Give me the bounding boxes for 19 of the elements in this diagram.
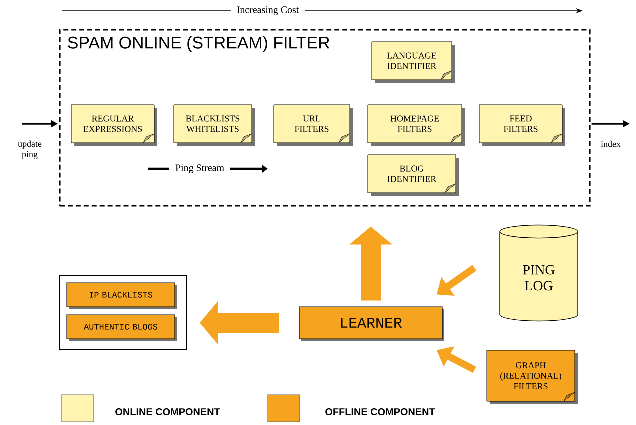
- sticky-note: GRAPH (RELATIONAL) FILTERS: [486, 350, 578, 404]
- component-box: AUTHENTIC BLOGS: [66, 314, 177, 341]
- sticky-note: HOMEPAGE FILTERS: [368, 104, 465, 146]
- legend-label: ONLINE COMPONENT: [116, 408, 220, 416]
- flow-label: index: [601, 140, 621, 148]
- group-box: [59, 276, 187, 350]
- legend-label: OFFLINE COMPONENT: [326, 408, 436, 416]
- component-box: LEARNER: [299, 306, 444, 341]
- flow-label: Ping Stream: [170, 161, 230, 177]
- sticky-note: LANGUAGE IDENTIFIER: [372, 42, 455, 83]
- flow-label: update ping: [18, 140, 42, 160]
- database-cylinder: PING LOG: [500, 224, 578, 322]
- axis-label: Increasing Cost: [230, 3, 306, 19]
- component-box: IP BLACKLISTS: [66, 282, 177, 309]
- sticky-note: BLACKLISTS WHITELISTS: [174, 104, 255, 146]
- sticky-note: BLOG IDENTIFIER: [368, 154, 459, 196]
- sticky-note: REGULAR EXPRESSIONS: [71, 104, 158, 146]
- sticky-note: URL FILTERS: [274, 104, 353, 146]
- sticky-note: FEED FILTERS: [479, 104, 566, 146]
